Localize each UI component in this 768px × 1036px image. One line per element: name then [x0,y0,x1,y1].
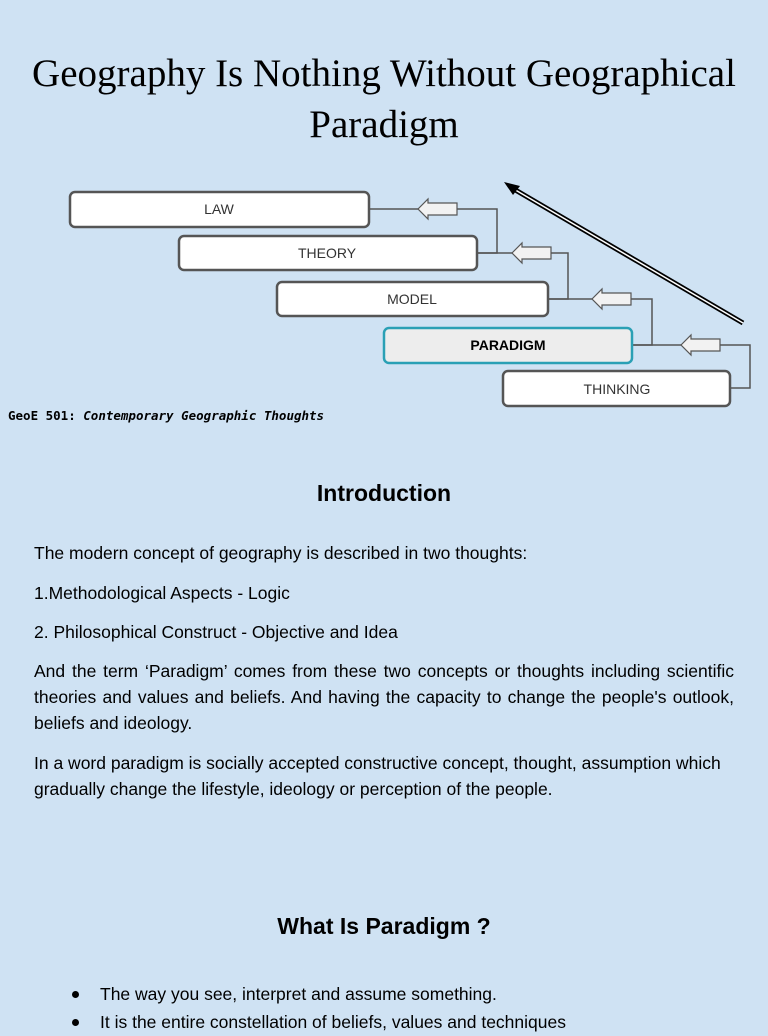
introduction-heading: Introduction [316,480,452,506]
bullet-icon [72,991,79,998]
svg-text:LAW: LAW [204,201,235,217]
svg-text:THEORY: THEORY [298,245,357,261]
course-label: GeoE 501: Contemporary Geographic Though… [8,408,324,423]
svg-text:PARADIGM: PARADIGM [470,337,545,353]
small-arrows [417,197,721,357]
paradigm-hierarchy-diagram: LAW THEORY MODEL PARADIGM THINKING [68,182,751,408]
intro-point-2: 2. Philosophical Construct - Objective a… [34,622,398,642]
intro-point-1: 1.Methodological Aspects - Logic [34,583,290,603]
svg-text:THINKING: THINKING [584,381,651,397]
list-item: The way you see, interpret and assume so… [34,980,734,1008]
bullet-icon [72,1019,79,1026]
box-theory: THEORY [177,234,479,272]
list-item: It is the entire constellation of belief… [34,1008,734,1036]
box-thinking: THINKING [501,369,732,408]
box-law: LAW [68,190,371,229]
arrow-to-paradigm [680,333,721,357]
arrow-to-model [591,287,632,311]
intro-paragraph-2: In a word paradigm is socially accepted … [34,753,721,799]
page-title: Geography Is Nothing Without Geographica… [32,52,736,146]
arrow-to-law [417,197,458,221]
box-model: MODEL [275,280,550,318]
intro-lead: The modern concept of geography is descr… [34,543,528,563]
svg-text:MODEL: MODEL [387,291,437,307]
course-name: Contemporary Geographic Thoughts [83,408,325,423]
diagonal-arrow [504,182,745,326]
paradigm-bullet-list: The way you see, interpret and assume so… [34,980,734,1036]
what-is-paradigm-heading: What Is Paradigm ? [277,913,491,939]
arrow-to-theory [511,241,552,265]
intro-paragraph-1: And the term ‘Paradigm’ comes from these… [34,661,734,733]
box-paradigm: PARADIGM [382,326,634,365]
course-code: GeoE 501: [8,408,76,423]
